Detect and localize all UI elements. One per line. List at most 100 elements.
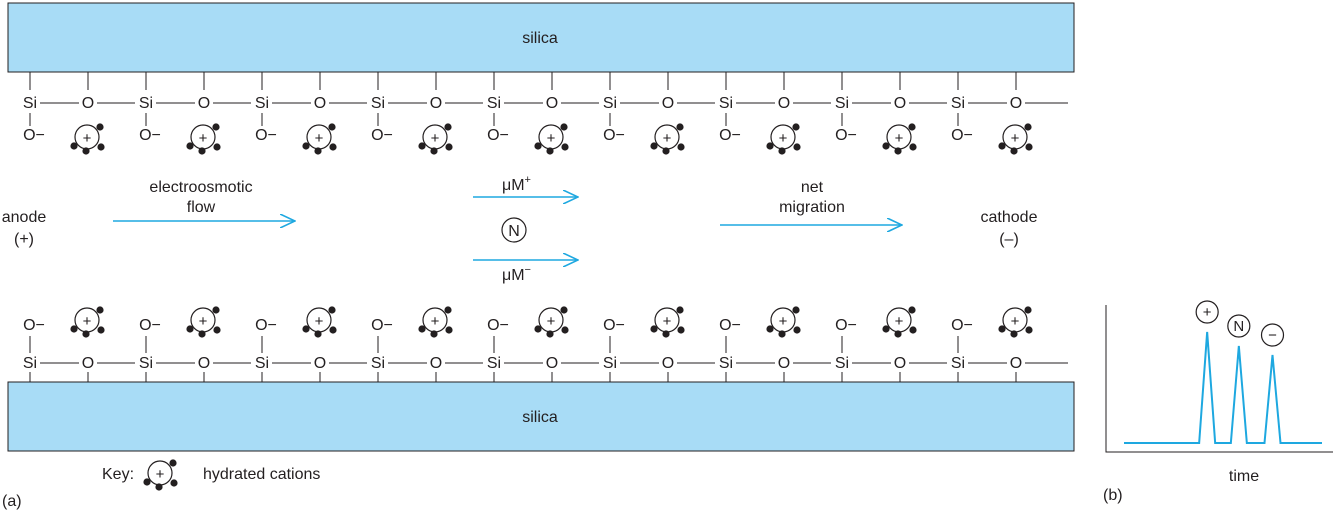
cation-sign: +	[199, 313, 208, 330]
o-atom: O	[546, 95, 558, 112]
o-minus-atom: O−	[139, 317, 161, 334]
cathode-sign: (–)	[999, 231, 1019, 248]
si-atom: Si	[487, 355, 501, 372]
top-wall-groups: Si O O− + Si O O− + Si O O− + Si O O− + Si O O− + Si O O− + Si O O…	[23, 72, 1068, 156]
hydrated-cation: +	[301, 305, 338, 339]
hydrated-cation: +	[301, 122, 338, 156]
panel-b-xlabel: time	[1229, 468, 1259, 485]
cathode-label: cathode	[981, 209, 1038, 226]
o-minus-atom: O−	[23, 317, 45, 334]
anode-sign: (+)	[14, 231, 34, 248]
o-minus-atom: O−	[23, 127, 45, 144]
o-atom: O	[198, 95, 210, 112]
o-atom: O	[894, 95, 906, 112]
o-minus-atom: O−	[835, 317, 857, 334]
si-atom: Si	[719, 95, 733, 112]
si-atom: Si	[139, 95, 153, 112]
o-minus-atom: O−	[719, 127, 741, 144]
key-prefix: Key:	[102, 466, 134, 483]
o-atom: O	[662, 95, 674, 112]
si-atom: Si	[371, 355, 385, 372]
hydrated-cation: +	[765, 305, 802, 339]
si-atom: Si	[487, 95, 501, 112]
o-minus-atom: O−	[951, 127, 973, 144]
cation-sign: +	[431, 130, 440, 147]
o-atom: O	[1010, 95, 1022, 112]
silica-bottom-label: silica	[522, 409, 558, 426]
o-minus-atom: O−	[603, 317, 625, 334]
peak-label-circle	[1260, 323, 1285, 347]
eof-label-line2: flow	[187, 199, 216, 216]
si-atom: Si	[951, 355, 965, 372]
hydrated-cation: +	[185, 305, 222, 339]
cation-sign: +	[547, 313, 556, 330]
hydrated-cation: +	[649, 122, 686, 156]
o-atom: O	[430, 95, 442, 112]
cation-sign: +	[895, 130, 904, 147]
o-minus-atom: O−	[371, 127, 393, 144]
hydrated-cation: +	[417, 305, 454, 339]
o-minus-atom: O−	[371, 317, 393, 334]
anode-label: anode	[2, 209, 47, 226]
net-label-line2: migration	[779, 199, 845, 216]
peak-label: N	[1227, 314, 1251, 338]
si-atom: Si	[603, 355, 617, 372]
neutral-label: N	[508, 223, 520, 240]
panel-b-label: (b)	[1103, 487, 1123, 504]
hydrated-cation: +	[649, 305, 686, 339]
si-atom: Si	[719, 355, 733, 372]
hydrated-cation: +	[417, 122, 454, 156]
key-cation-icon: +	[142, 458, 179, 492]
o-minus-atom: O−	[255, 127, 277, 144]
cation-sign: +	[547, 130, 556, 147]
hydrated-cation: +	[185, 122, 222, 156]
o-atom: O	[82, 355, 94, 372]
peak-species: N	[1233, 318, 1244, 335]
hydrated-cation: +	[997, 122, 1034, 156]
o-minus-atom: O−	[835, 127, 857, 144]
neutral-circle	[501, 217, 527, 243]
peak-label-circle	[1227, 314, 1251, 338]
cation-sign: +	[199, 130, 208, 147]
o-minus-atom: O−	[719, 317, 741, 334]
o-atom: O	[894, 355, 906, 372]
hydrated-cation: +	[69, 122, 106, 156]
si-atom: Si	[371, 95, 385, 112]
panel-b-axes	[1105, 305, 1333, 453]
peak-label-circle	[1195, 300, 1219, 324]
cation-sign: +	[1011, 313, 1020, 330]
hydrated-cation: +	[881, 305, 918, 339]
hydrated-cation: +	[881, 122, 918, 156]
o-atom: O	[198, 355, 210, 372]
cation-sign: +	[663, 313, 672, 330]
svg-text:+: +	[156, 466, 165, 483]
peak-species: +	[1203, 304, 1212, 321]
si-atom: Si	[835, 95, 849, 112]
o-minus-atom: O−	[487, 127, 509, 144]
si-atom: Si	[835, 355, 849, 372]
hydrated-cation: +	[533, 305, 570, 339]
si-atom: Si	[255, 355, 269, 372]
mu-minus-label: μM−	[502, 264, 531, 284]
o-atom: O	[778, 355, 790, 372]
hydrated-cation: +	[533, 122, 570, 156]
o-minus-atom: O−	[603, 127, 625, 144]
si-atom: Si	[23, 95, 37, 112]
cation-sign: +	[779, 313, 788, 330]
peak-label: −	[1260, 323, 1285, 347]
o-minus-atom: O−	[487, 317, 509, 334]
o-atom: O	[1010, 355, 1022, 372]
cation-sign: +	[83, 130, 92, 147]
peak-species: −	[1268, 327, 1277, 344]
si-atom: Si	[603, 95, 617, 112]
cation-sign: +	[431, 313, 440, 330]
electropherogram-trace	[1124, 331, 1322, 444]
cation-sign: +	[895, 313, 904, 330]
si-atom: Si	[255, 95, 269, 112]
key-text: hydrated cations	[203, 466, 320, 483]
o-atom: O	[314, 95, 326, 112]
o-minus-atom: O−	[139, 127, 161, 144]
hydrated-cation: +	[765, 122, 802, 156]
